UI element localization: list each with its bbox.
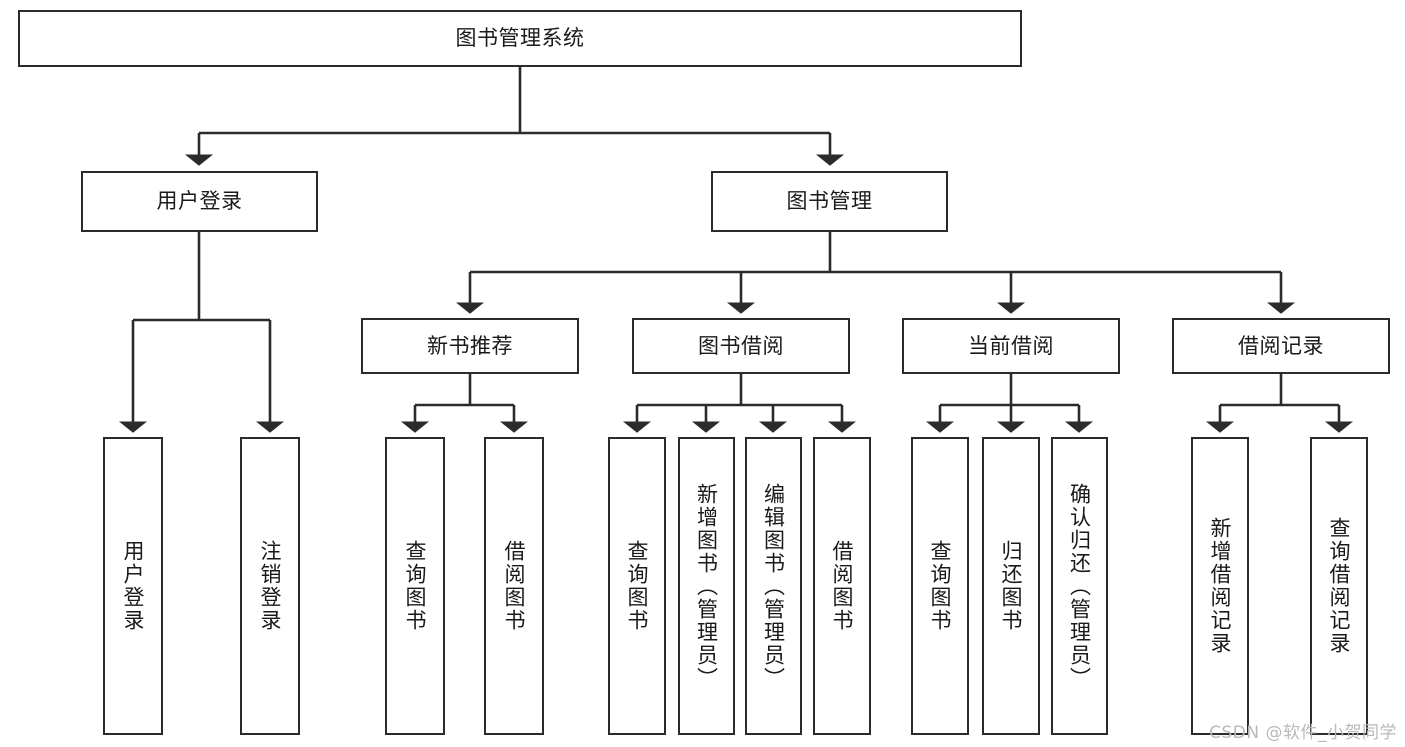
leaf-logout[interactable]: 注销登录 (240, 437, 300, 735)
leaf-add-book-admin[interactable]: 新增图书（管理员） (678, 437, 735, 735)
node-book-borrow[interactable]: 图书借阅 (632, 318, 850, 374)
leaf-query-book-3-label: 查询图书 (928, 540, 953, 632)
leaf-edit-book-admin[interactable]: 编辑图书（管理员） (745, 437, 802, 735)
node-book-manage-label: 图书管理 (786, 189, 873, 214)
leaf-logout-label: 注销登录 (258, 540, 283, 632)
leaf-add-book-admin-label: 新增图书（管理员） (694, 482, 719, 690)
node-borrow-record-label: 借阅记录 (1238, 333, 1324, 358)
leaf-query-book-2-label: 查询图书 (625, 540, 650, 632)
csdn-watermark: CSDN @软件_小贺同学 (1209, 723, 1397, 743)
node-root-label: 图书管理系统 (455, 26, 585, 51)
node-new-book-rec-label: 新书推荐 (427, 333, 513, 358)
leaf-confirm-return-admin[interactable]: 确认归还（管理员） (1051, 437, 1108, 735)
node-book-manage[interactable]: 图书管理 (711, 171, 948, 232)
leaf-query-book-2[interactable]: 查询图书 (608, 437, 666, 735)
node-user-login[interactable]: 用户登录 (81, 171, 318, 232)
node-current-borrow[interactable]: 当前借阅 (902, 318, 1120, 374)
leaf-add-borrow-record[interactable]: 新增借阅记录 (1191, 437, 1249, 735)
leaf-return-book-label: 归还图书 (999, 540, 1024, 632)
leaf-return-book[interactable]: 归还图书 (982, 437, 1040, 735)
node-current-borrow-label: 当前借阅 (968, 333, 1054, 358)
node-borrow-record[interactable]: 借阅记录 (1172, 318, 1390, 374)
node-new-book-rec[interactable]: 新书推荐 (361, 318, 579, 374)
leaf-user-login-label: 用户登录 (121, 540, 146, 632)
node-book-borrow-label: 图书借阅 (698, 333, 784, 358)
leaf-confirm-return-admin-label: 确认归还（管理员） (1067, 482, 1092, 690)
leaf-query-book-1[interactable]: 查询图书 (385, 437, 445, 735)
leaf-borrow-book-1[interactable]: 借阅图书 (484, 437, 544, 735)
leaf-edit-book-admin-label: 编辑图书（管理员） (761, 482, 786, 690)
leaf-query-book-3[interactable]: 查询图书 (911, 437, 969, 735)
leaf-borrow-book-2-label: 借阅图书 (830, 540, 855, 632)
leaf-query-book-1-label: 查询图书 (403, 540, 428, 632)
node-user-login-label: 用户登录 (156, 189, 243, 214)
leaf-borrow-book-1-label: 借阅图书 (502, 540, 527, 632)
node-root[interactable]: 图书管理系统 (18, 10, 1022, 67)
leaf-add-borrow-record-label: 新增借阅记录 (1208, 517, 1233, 655)
leaf-query-borrow-record-label: 查询借阅记录 (1327, 517, 1352, 655)
leaf-borrow-book-2[interactable]: 借阅图书 (813, 437, 871, 735)
leaf-user-login[interactable]: 用户登录 (103, 437, 163, 735)
leaf-query-borrow-record[interactable]: 查询借阅记录 (1310, 437, 1368, 735)
